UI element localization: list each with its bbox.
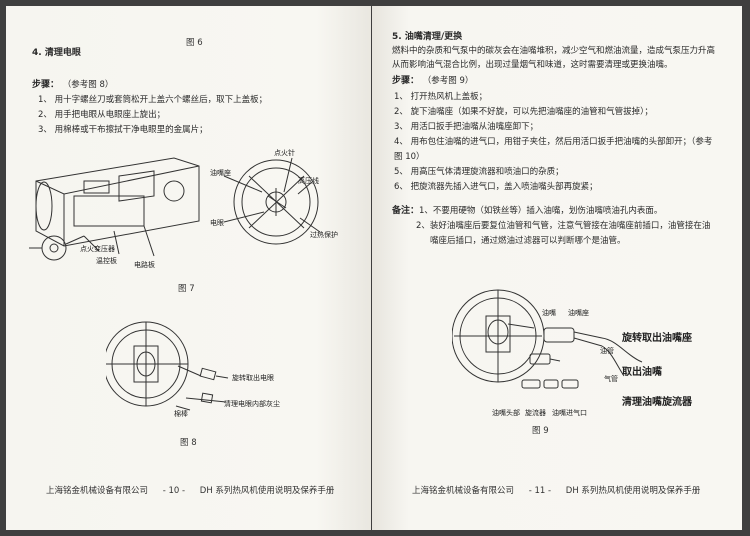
label-oil-pipe: 油管 bbox=[600, 347, 614, 355]
step-item: 1、 用十字螺丝刀或套筒松开上盖六个螺丝后，取下上盖板； bbox=[38, 95, 268, 105]
step-item: 1、 打开热风机上盖板； bbox=[394, 92, 488, 102]
step-item: 2、 旋下油嘴座（如果不好旋，可以先把油嘴座的油管和气管拔掉）； bbox=[394, 107, 653, 117]
footer-manual: DH 系列热风机使用说明及保养手册 bbox=[199, 486, 335, 496]
step-item: 3、 用棉棒或干布擦拭干净电眼里的金属片； bbox=[38, 125, 208, 135]
step-label-clean-swirler: 清理油嘴旋流器 bbox=[622, 397, 692, 408]
note-line: 嘴座后插口，通过燃油过滤器可以判断哪个是油管。 bbox=[430, 236, 626, 246]
intro-line: 从而影响油气混合比例，出现过量烟气和味道，这时需要清理或更换油嘴。 bbox=[392, 60, 673, 70]
intro-line: 燃料中的杂质和气泵中的碳灰会在油嘴堆积，减少空气和燃油流量，造成气泵压力升高 bbox=[392, 46, 716, 56]
steps-label: 步骤：（参考图 8） bbox=[32, 80, 114, 90]
heater-diagram bbox=[29, 157, 321, 261]
footer-company: 上海铭金机械设备有限公司 bbox=[46, 486, 149, 496]
photocell-diagram bbox=[106, 321, 229, 411]
footer: 上海铭金机械设备有限公司 - 11 - DH 系列热风机使用说明及保养手册 bbox=[412, 484, 700, 496]
fig8-caption: 图 8 bbox=[180, 438, 197, 448]
step-item: 3、 用活口扳手把油嘴从油嘴座卸下； bbox=[394, 122, 539, 132]
label-transformer: 点火变压器 bbox=[80, 245, 115, 253]
label-air-pipe: 气管 bbox=[604, 375, 618, 383]
step-item: 2、 用手把电眼从电眼座上旋出； bbox=[38, 110, 166, 120]
right-page: 5. 油嘴清理/更换 燃料中的杂质和气泵中的碳灰会在油嘴堆积，减少空气和燃油流量… bbox=[372, 6, 742, 530]
label-nozzle-seat: 油嘴座 bbox=[210, 169, 231, 177]
label-board: 电路板 bbox=[134, 261, 155, 269]
label-nozzle-head: 油嘴头部 bbox=[492, 409, 520, 417]
footer-manual: DH 系列热风机使用说明及保养手册 bbox=[565, 486, 701, 496]
note-line: 备注：1、不要用硬物（如铁丝等）插入油嘴，划伤油嘴喷油孔内表面。 bbox=[392, 206, 663, 216]
fig9-caption: 图 9 bbox=[532, 426, 549, 436]
left-page: 图 6 4. 清理电眼 步骤：（参考图 8） 1、 用十字螺丝刀或套筒松开上盖六… bbox=[6, 6, 371, 530]
nozzle-diagram bbox=[452, 289, 643, 389]
fig6-caption: 图 6 bbox=[186, 38, 203, 48]
label-rotate-photocell: 旋转取出电眼 bbox=[232, 374, 274, 382]
step-item: 4、 用布包住油嘴的进气口，用钳子夹住，然后用活口扳手把油嘴的头部卸开；（参考 bbox=[394, 137, 713, 147]
label-swirler: 旋流器 bbox=[525, 409, 546, 417]
label-nozzle-seat: 油嘴座 bbox=[568, 309, 589, 317]
label-nozzle: 油嘴 bbox=[542, 309, 556, 317]
label-hv-wire: 高压线 bbox=[298, 177, 319, 185]
section-heading: 4. 清理电眼 bbox=[32, 48, 81, 58]
footer: 上海铭金机械设备有限公司 - 10 - DH 系列热风机使用说明及保养手册 bbox=[46, 484, 334, 496]
step-label-remove-nozzle: 取出油嘴 bbox=[622, 367, 662, 378]
label-overheat: 过热保护 bbox=[310, 231, 338, 239]
step-item: 6、 把旋流器先插入进气口，盖入喷油嘴头部再旋紧； bbox=[394, 182, 598, 192]
label-photocell: 电眼 bbox=[210, 219, 224, 227]
section-heading: 5. 油嘴清理/更换 bbox=[392, 32, 463, 42]
steps-label: 步骤：（参考图 9） bbox=[392, 76, 474, 86]
label-air-inlet: 油嘴进气口 bbox=[552, 409, 587, 417]
footer-company: 上海铭金机械设备有限公司 bbox=[412, 486, 515, 496]
step-item: 图 10） bbox=[394, 152, 425, 162]
label-clean-photocell: 清理电眼内部灰尘 bbox=[224, 400, 280, 408]
note-line: 2、装好油嘴座后要复位油管和气管，注意气管接在油嘴座前插口，油管接在油 bbox=[416, 221, 711, 231]
fig7-caption: 图 7 bbox=[178, 284, 195, 294]
label-swab: 棉棒 bbox=[174, 410, 188, 418]
page-number: - 10 - bbox=[162, 486, 186, 496]
page-number: - 11 - bbox=[528, 486, 552, 496]
label-thermostat: 温控板 bbox=[96, 257, 117, 265]
label-igniter: 点火针 bbox=[274, 149, 295, 157]
step-item: 5、 用高压气体清理旋流器和喷油口的杂质； bbox=[394, 167, 564, 177]
step-label-rotate-seat: 旋转取出油嘴座 bbox=[622, 333, 692, 344]
